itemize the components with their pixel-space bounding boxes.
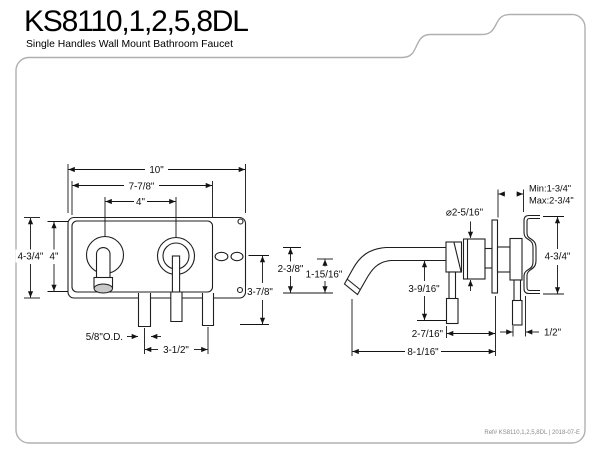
dim-valve-height: 4-3/4" [545, 252, 571, 263]
wall-profile-inner [526, 217, 540, 292]
dim-spout-drop: 2-3/8" [278, 264, 304, 275]
dim-wall-min: Min:1-3/4" [529, 184, 571, 194]
dim-hole-spacing: 4" [136, 197, 145, 208]
handle-lever-side [448, 271, 457, 301]
dim-spout-to-handle: 3-9/16" [408, 284, 440, 295]
dim-supply-od: 5/8"O.D. [86, 332, 123, 343]
dim-wall-max: Max:2-3/4" [529, 196, 574, 206]
screw-hole [237, 218, 244, 225]
aerator-seam [346, 278, 361, 290]
dim-handle-gap: 1/2" [544, 328, 562, 339]
supply-pipe-right [201, 293, 215, 327]
bracket-slot [230, 251, 244, 262]
handle-lever-side-grip [445, 297, 459, 325]
roughin-lever [513, 279, 522, 303]
handle-base-side [445, 241, 463, 273]
wall-escutcheon [491, 219, 499, 294]
dim-trim-diameter: ⌀2-5/16" [446, 208, 484, 219]
dim-plate-width: 7-7/8" [129, 182, 155, 193]
page-border [15, 13, 586, 444]
side-view-dimensions: 2-3/8" 1-15/16" 3-9/16" ⌀2-5/16" Min:1-3… [278, 184, 574, 359]
valve-body [462, 238, 486, 280]
front-view-drawing [67, 216, 247, 328]
dim-plate-height: 4" [50, 252, 59, 263]
dim-handle-depth: 2-7/16" [412, 329, 444, 340]
dim-overall-depth: 8-1/16" [407, 347, 439, 358]
wall-profile [523, 214, 540, 295]
valve-stem-rear [496, 246, 511, 273]
reference-number: Ref# KS8110,1,2,5,8DL | 2018-07-E [484, 430, 580, 436]
spout-front [95, 246, 111, 279]
supply-pipe-left [137, 293, 152, 328]
valve-stem-front [484, 247, 493, 269]
bracket-slot [214, 251, 229, 262]
side-view-drawing [343, 214, 540, 326]
spout-outlet [93, 283, 114, 294]
roughin-lever-grip [511, 299, 523, 326]
dim-right-height: 3-7/8" [247, 287, 273, 298]
roughin-body [509, 237, 523, 281]
dim-overall-width: 10" [149, 165, 164, 176]
dim-overall-height: 4-3/4" [18, 252, 44, 263]
dim-supply-spacing: 3-1/2" [163, 345, 189, 356]
dim-spout-clearance: 1-15/16" [306, 270, 343, 281]
model-number-title: KS8110,1,2,5,8DL [24, 5, 249, 38]
product-subtitle: Single Handles Wall Mount Bathroom Fauce… [26, 39, 233, 50]
valve-tube-front [170, 292, 183, 323]
handle-lever-front [171, 255, 181, 293]
spout-side [343, 246, 447, 296]
front-view-dimensions: 10" 7-7/8" 4" 4-3/4" 4 [15, 164, 274, 356]
screw-hole [236, 286, 244, 294]
